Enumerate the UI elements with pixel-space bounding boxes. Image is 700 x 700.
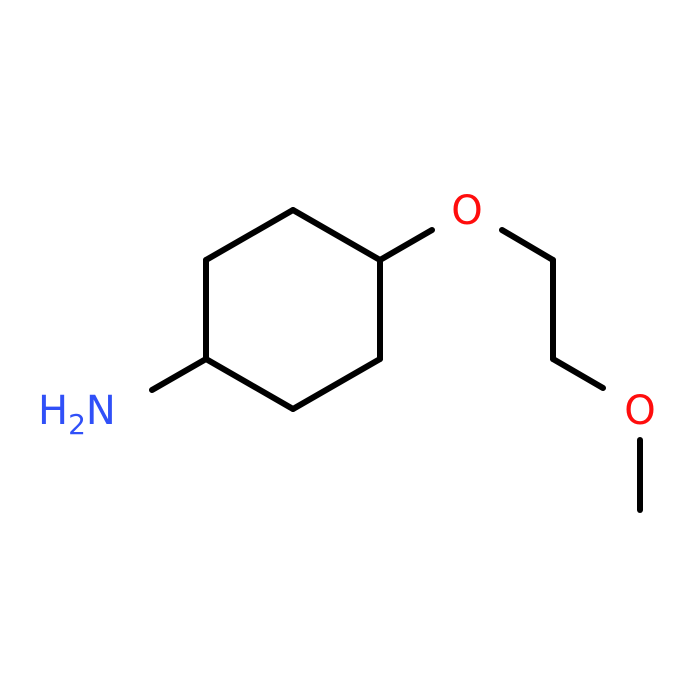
amine-hydrogen-symbol: H	[38, 388, 68, 434]
c-o-bond	[377, 227, 435, 263]
amine-nitrogen-symbol: N	[86, 388, 116, 434]
ring-bond	[290, 207, 383, 263]
bond-group	[149, 207, 643, 513]
ring-bond	[203, 356, 296, 412]
amine-hydrogen-count: 2	[68, 408, 86, 441]
o-c-bond	[499, 227, 556, 263]
c-n-bond	[149, 356, 209, 393]
ether-oxygen-label: O	[451, 188, 482, 234]
ring-bond	[290, 356, 383, 412]
ring-bond	[203, 207, 296, 263]
methoxy-oxygen-label: O	[624, 388, 655, 434]
atom-label-group: H2N O O	[38, 188, 656, 441]
amine-label: H2N	[38, 388, 116, 441]
c-o-bond	[550, 356, 606, 391]
